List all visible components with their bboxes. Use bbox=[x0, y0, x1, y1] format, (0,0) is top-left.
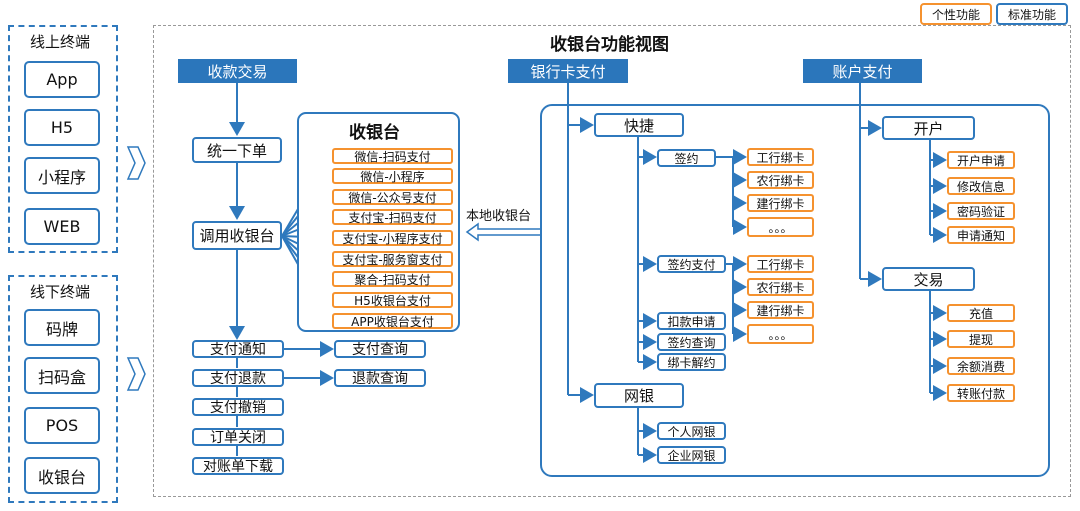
account-header: 账户支付 bbox=[803, 59, 922, 83]
terminal-h5: H5 bbox=[24, 109, 100, 146]
sign-bank: 工行绑卡 bbox=[747, 148, 814, 166]
sign-pay-bank: 工行绑卡 bbox=[747, 255, 814, 273]
sign-bank: 建行绑卡 bbox=[747, 194, 814, 212]
trade-item: 余额消费 bbox=[947, 357, 1015, 375]
trade-item: 充值 bbox=[947, 304, 1015, 322]
cashier-item: 支付宝-小程序支付 bbox=[332, 230, 453, 246]
main-area bbox=[153, 25, 1071, 497]
sign-bank: 。。。 bbox=[747, 217, 814, 237]
trade-item: 提现 bbox=[947, 330, 1015, 348]
open-account: 开户 bbox=[882, 116, 975, 140]
terminal-scan-box: 扫码盒 bbox=[24, 357, 100, 394]
order-close: 订单关闭 bbox=[192, 428, 284, 446]
channels-panel bbox=[540, 104, 1050, 477]
local-cashier-arrow bbox=[465, 222, 540, 242]
account-trade: 交易 bbox=[882, 267, 975, 291]
sign-pay-bank: 。。。 bbox=[747, 324, 814, 344]
quick-pay: 快捷 bbox=[594, 113, 684, 137]
chevron-online-icon bbox=[126, 146, 146, 180]
sign-query: 签约查询 bbox=[657, 333, 726, 351]
open-item: 开户申请 bbox=[947, 151, 1015, 169]
unbind-card: 绑卡解约 bbox=[657, 353, 726, 371]
online-title: 线上终端 bbox=[30, 33, 91, 51]
sign-pay-bank: 建行绑卡 bbox=[747, 301, 814, 319]
personal-netbank: 个人网银 bbox=[657, 422, 726, 440]
reconcile-download: 对账单下载 bbox=[192, 457, 284, 475]
debit-apply: 扣款申请 bbox=[657, 312, 726, 330]
online-terminals-panel bbox=[8, 25, 118, 253]
unified-order: 统一下单 bbox=[192, 137, 282, 163]
sign-pay-bank: 农行绑卡 bbox=[747, 278, 814, 296]
page-title: 收银台功能视图 bbox=[550, 35, 669, 55]
cashier-item: 支付宝-扫码支付 bbox=[332, 209, 453, 225]
pay-refund: 支付退款 bbox=[192, 369, 284, 387]
offline-terminals-panel bbox=[8, 275, 118, 503]
bankcard-header: 银行卡支付 bbox=[508, 59, 628, 83]
terminal-cashier: 收银台 bbox=[24, 457, 100, 494]
cashier-item: APP收银台支付 bbox=[332, 313, 453, 329]
enterprise-netbank: 企业网银 bbox=[657, 446, 726, 464]
terminal-code-plate: 码牌 bbox=[24, 309, 100, 346]
open-item: 密码验证 bbox=[947, 202, 1015, 220]
cashier-item: H5收银台支付 bbox=[332, 292, 453, 308]
pay-cancel: 支付撤销 bbox=[192, 398, 284, 416]
legend-custom: 个性功能 bbox=[920, 3, 992, 25]
netbank: 网银 bbox=[594, 383, 684, 408]
trade-header: 收款交易 bbox=[178, 59, 297, 83]
call-cashier: 调用收银台 bbox=[192, 221, 282, 250]
legend-standard: 标准功能 bbox=[996, 3, 1068, 25]
pay-notify: 支付通知 bbox=[192, 340, 284, 358]
cashier-item: 聚合-扫码支付 bbox=[332, 271, 453, 287]
terminal-app: App bbox=[24, 61, 100, 98]
terminal-web: WEB bbox=[24, 208, 100, 245]
sign-bank: 农行绑卡 bbox=[747, 171, 814, 189]
cashier-item: 微信-小程序 bbox=[332, 168, 453, 184]
cashier-item: 微信-公众号支付 bbox=[332, 189, 453, 205]
sign-pay: 签约支付 bbox=[657, 255, 726, 273]
local-cashier-label: 本地收银台 bbox=[466, 209, 532, 224]
open-item: 申请通知 bbox=[947, 226, 1015, 244]
chevron-offline-icon bbox=[126, 357, 146, 391]
refund-query: 退款查询 bbox=[334, 369, 426, 387]
sign: 签约 bbox=[657, 149, 716, 167]
cashier-item: 支付宝-服务窗支付 bbox=[332, 251, 453, 267]
cashier-item: 微信-扫码支付 bbox=[332, 148, 453, 164]
open-item: 修改信息 bbox=[947, 177, 1015, 195]
cashier-title: 收银台 bbox=[349, 123, 400, 143]
offline-title: 线下终端 bbox=[30, 283, 91, 301]
trade-item: 转账付款 bbox=[947, 384, 1015, 402]
pay-query: 支付查询 bbox=[334, 340, 426, 358]
terminal-pos: POS bbox=[24, 407, 100, 444]
terminal-mini-program: 小程序 bbox=[24, 157, 100, 194]
